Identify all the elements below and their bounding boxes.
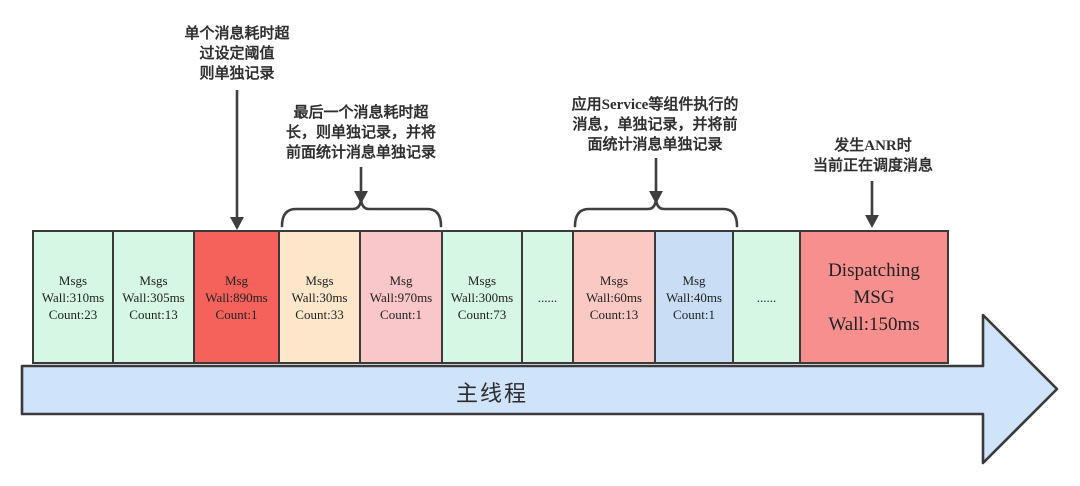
- box-line: Msgs: [305, 272, 334, 288]
- annotation1-arrowhead-icon: [230, 217, 244, 230]
- annotation-line: 当前正在调度消息: [812, 158, 933, 174]
- box-line: Wall:890ms: [205, 289, 268, 305]
- box-line: Msgs: [467, 272, 497, 288]
- annotation-line: 应用Service等组件执行的: [571, 97, 739, 113]
- msg-box-8: Msg Wall:40ms Count:1: [654, 230, 734, 364]
- annotation-line: 消息，单独记录，并将前: [572, 117, 738, 133]
- annotation2-arrowhead-icon: [354, 191, 368, 204]
- msg-box-2: Msg Wall:890ms Count:1: [193, 230, 280, 364]
- annotation-line: 最后一个消息耗时超: [293, 105, 429, 121]
- msg-box-0: Msgs Wall:310ms Count:23: [32, 230, 114, 364]
- msg-box-7: Msgs Wall:60ms Count:13: [572, 230, 656, 364]
- annotation4-arrowhead-icon: [865, 215, 879, 228]
- annotation-line: 前面统计消息单独记录: [285, 145, 436, 161]
- box-line: Count:73: [457, 306, 507, 322]
- box-line: Wall:30ms: [291, 289, 348, 305]
- box-line: Count:13: [129, 306, 178, 322]
- box-line: Wall:40ms: [665, 289, 722, 305]
- box-line: MSG: [853, 286, 895, 308]
- box-line: Wall:970ms: [369, 289, 433, 305]
- box-line: Count:33: [295, 306, 344, 322]
- box-line: Msg: [224, 272, 249, 288]
- box-line: Msg: [389, 272, 413, 288]
- annotation-line: 单个消息耗时超: [184, 26, 290, 42]
- annotation-line: 发生ANR时: [834, 138, 912, 154]
- annotation-single-msg-threshold: 单个消息耗时超 过设定阈值 则单独记录: [137, 24, 337, 84]
- msg-box-5: Msgs Wall:300ms Count:73: [441, 230, 523, 364]
- main-thread-label: 主线程: [455, 381, 528, 406]
- box-line: ......: [756, 289, 777, 305]
- annotation-line: 过设定阈值: [199, 46, 275, 62]
- box-line: Msgs: [58, 272, 88, 288]
- msg-box-3: Msgs Wall:30ms Count:33: [278, 230, 361, 364]
- box-line: Count:23: [48, 306, 98, 322]
- box-line: Count:1: [215, 306, 258, 322]
- box-line: Msgs: [139, 272, 168, 288]
- msg-box-4: Msg Wall:970ms Count:1: [359, 230, 443, 364]
- dispatching-msg-box: Dispatching MSG Wall:150ms: [799, 230, 949, 364]
- annotation-line: 面统计消息单独记录: [587, 137, 723, 153]
- annotation-service-component: 应用Service等组件执行的 消息，单独记录，并将前 面统计消息单独记录: [535, 95, 775, 155]
- msg-box-1: Msgs Wall:305ms Count:13: [112, 230, 195, 364]
- box-line: Count:1: [673, 306, 715, 322]
- annotation-anr-dispatching: 发生ANR时 当前正在调度消息: [773, 136, 973, 176]
- annotation-line: 长，则单独记录，并将: [285, 125, 436, 141]
- box-line: Count:13: [589, 306, 639, 322]
- msg-box-ellipsis-9: ......: [732, 230, 801, 364]
- annotation-last-msg-overtime: 最后一个消息耗时超 长，则单独记录，并将 前面统计消息单独记录: [256, 103, 466, 163]
- message-timeline: Msgs Wall:310ms Count:23 Msgs Wall:305ms…: [32, 230, 949, 364]
- annotation3-arrowhead-icon: [649, 191, 663, 204]
- box-line: Wall:305ms: [122, 289, 185, 305]
- annotation2-brace: [280, 196, 443, 228]
- box-line: Msg: [682, 272, 706, 288]
- annotation3-brace: [573, 196, 739, 228]
- box-line: Wall:300ms: [450, 289, 514, 305]
- box-line: Wall:150ms: [828, 313, 920, 335]
- box-line: Count:1: [380, 306, 422, 322]
- msg-box-ellipsis-6: ......: [521, 230, 574, 364]
- box-line: Wall:310ms: [41, 289, 105, 305]
- annotation-line: 则单独记录: [199, 66, 275, 82]
- box-line: ......: [537, 289, 558, 305]
- box-line: Msgs: [599, 272, 629, 288]
- box-line: Wall:60ms: [585, 289, 642, 305]
- box-line: Dispatching: [828, 259, 920, 281]
